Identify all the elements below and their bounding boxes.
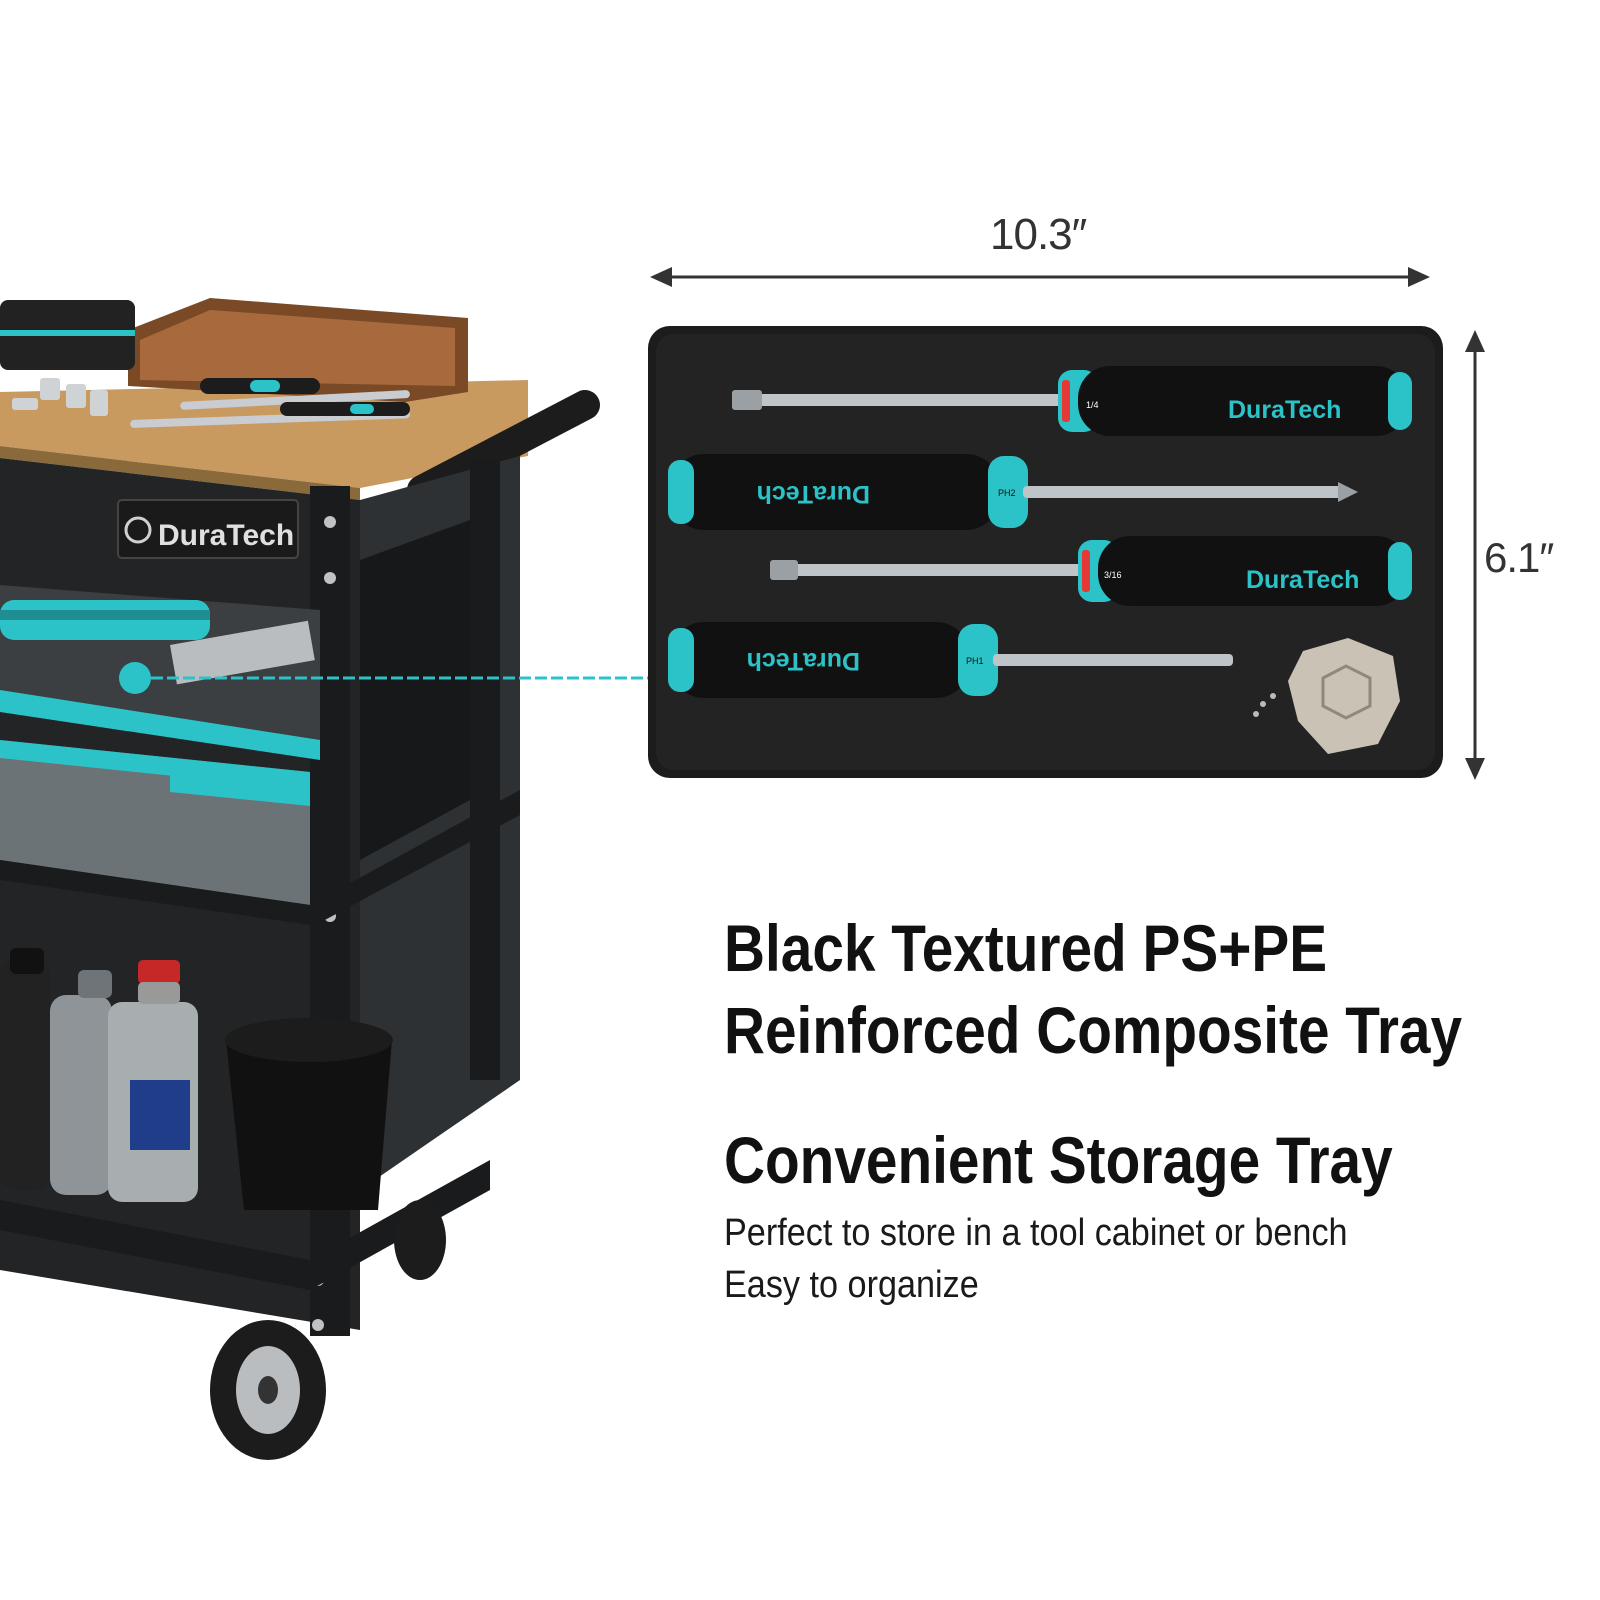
tray-brand-label-4: DuraTech <box>747 647 860 675</box>
tray-brand-label-3: DuraTech <box>1246 566 1359 594</box>
height-dimension-label: 6.1″ <box>1484 534 1554 581</box>
caster-wheel-icon <box>210 1200 446 1460</box>
body-line-2: Easy to organize <box>724 1264 979 1306</box>
cart-brand-text: DuraTech <box>158 519 294 552</box>
width-dimension-label: 10.3″ <box>990 210 1087 259</box>
ratchet-icon <box>200 378 410 416</box>
tray-bit-label-2: PH2 <box>998 488 1016 498</box>
tray-bit-label-1: 1/4 <box>1086 400 1099 410</box>
screwdriver-icon: DuraTech PH1 <box>668 622 1233 698</box>
subheadline: Convenient Storage Tray <box>724 1123 1393 1197</box>
tool-cart-image: DuraTech <box>0 298 600 1460</box>
tray-bit-label-4: PH1 <box>966 656 984 666</box>
width-dimension-arrow <box>650 267 1430 287</box>
screwdriver-icon: DuraTech PH2 <box>668 454 1358 530</box>
body-line-1: Perfect to store in a tool cabinet or be… <box>724 1212 1348 1254</box>
tray-brand-label-2: DuraTech <box>757 480 870 508</box>
oil-bottle-icon <box>0 948 198 1202</box>
tray-bit-label-3: 3/16 <box>1104 570 1122 580</box>
hex-key-tag-icon <box>1253 638 1400 754</box>
screwdriver-icon: DuraTech 3/16 <box>770 536 1412 606</box>
headline-line-2: Reinforced Composite Tray <box>724 993 1463 1067</box>
tray-brand-label-1: DuraTech <box>1228 396 1341 424</box>
screwdriver-icon: DuraTech 1/4 <box>732 366 1412 436</box>
height-dimension-arrow <box>1465 330 1485 780</box>
headline-line-1: Black Textured PS+PE <box>724 911 1328 985</box>
socket-icon <box>12 378 108 416</box>
screwdriver-tray-image: DuraTech 1/4 DuraTech PH2 DuraTech 3/16 … <box>648 326 1443 778</box>
